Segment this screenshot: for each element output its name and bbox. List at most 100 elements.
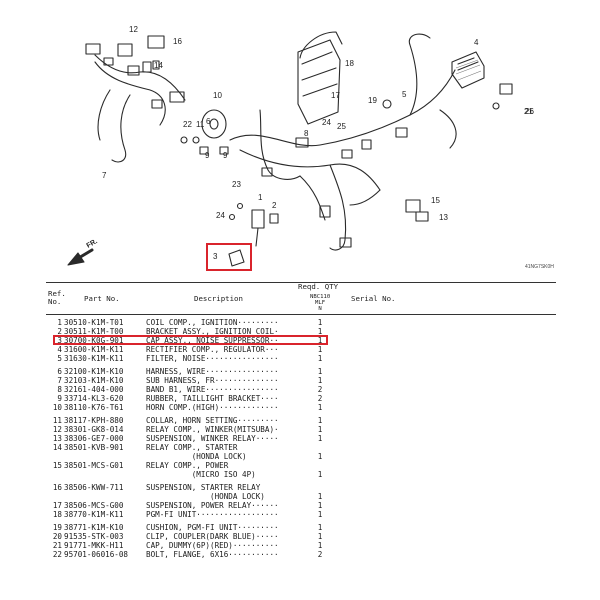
description-cell: (HONDA LOCK)	[146, 452, 247, 461]
part-no-cell: 38301-GK8-014	[64, 425, 124, 434]
qty-cell: 2	[317, 394, 323, 403]
part-no-cell: 91535-STK-003	[64, 532, 124, 541]
qty-cell: 1	[317, 403, 323, 412]
callout-26: 26	[525, 107, 534, 116]
part-no-cell: 91771-MKK-H11	[64, 541, 124, 550]
table-row: (MICRO ISO 4P)1	[46, 470, 556, 479]
description-cell: HARNESS, WIRE················	[146, 367, 279, 376]
description-cell: PGM-FI UNIT··················	[146, 510, 279, 519]
ref-no-cell: 5	[57, 354, 62, 363]
header-reqd-qty: Reqd. QTY	[298, 282, 339, 291]
highlight-box-part-3	[206, 243, 252, 271]
ref-no-cell: 10	[52, 403, 62, 412]
ref-no-cell: 11	[52, 416, 62, 425]
callout-1: 1	[258, 193, 263, 202]
description-cell: BAND B1, WIRE················	[146, 385, 279, 394]
callout-2: 2	[272, 201, 277, 210]
part-no-cell: 95701-06016-08	[64, 550, 129, 559]
highlighted-row-box	[53, 335, 328, 345]
header-serial-no: Serial No.	[351, 294, 396, 303]
part-no-cell: 31600-K1M-K11	[64, 345, 124, 354]
callout-7: 7	[102, 171, 107, 180]
callout-19: 19	[368, 96, 377, 105]
callout-23: 23	[232, 180, 241, 189]
qty-cell: 1	[317, 523, 323, 532]
callout-21: 21	[524, 107, 533, 116]
ref-no-cell: 9	[57, 394, 62, 403]
figure-code: 41NG7SK0H	[525, 264, 554, 270]
description-cell: SUB HARNESS, FR··············	[146, 376, 279, 385]
description-cell: HORN COMP.(HIGH)·············	[146, 403, 279, 412]
callout-25: 25	[337, 122, 346, 131]
part-no-cell: 38501-KVB-901	[64, 443, 124, 452]
qty-cell: 2	[317, 385, 323, 394]
part-no-cell: 38501-MCS-G01	[64, 461, 124, 470]
ref-no-cell: 6	[57, 367, 62, 376]
part-no-cell: 38770-K1M-K11	[64, 510, 124, 519]
description-cell: CLIP, COUPLER(DARK BLUE)·····	[146, 532, 279, 541]
ref-no-cell: 14	[52, 443, 62, 452]
part-no-cell: 30511-K1M-T00	[64, 327, 124, 336]
callout-14: 14	[154, 61, 163, 70]
header-description: Description	[194, 294, 243, 303]
qty-cell: 1	[317, 452, 323, 461]
callout-24: 24	[216, 211, 225, 220]
part-no-cell: 32103-K1M-K10	[64, 376, 124, 385]
qty-cell: 1	[317, 367, 323, 376]
qty-cell: 1	[317, 376, 323, 385]
callout-24: 24	[322, 118, 331, 127]
callout-9: 9	[223, 151, 228, 160]
callout-12: 12	[129, 25, 138, 34]
callout-18: 18	[345, 59, 354, 68]
qty-cell: 1	[317, 345, 323, 354]
ref-no-cell: 22	[52, 550, 62, 559]
qty-cell: 1	[317, 336, 323, 345]
direction-label: FR.	[86, 238, 99, 250]
ref-no-cell: 7	[57, 376, 62, 385]
ref-no-cell: 13	[52, 434, 62, 443]
description-cell: BRACKET ASSY., IGNITION COIL·	[146, 327, 279, 336]
header-ref-no: Ref. No.	[48, 289, 66, 306]
header-model: NBC110 MLF N	[310, 294, 331, 312]
callout-13: 13	[439, 213, 448, 222]
qty-cell: 2	[317, 550, 323, 559]
qty-cell: 1	[317, 510, 323, 519]
callout-4: 4	[474, 38, 479, 47]
qty-cell: 1	[317, 532, 323, 541]
description-cell: (HONDA LOCK)	[146, 492, 265, 501]
callout-6: 6	[206, 117, 211, 126]
description-cell: CAP ASSY., NOISE SUPPRESSOR··	[146, 336, 279, 345]
part-no-cell: 38306-GE7-000	[64, 434, 124, 443]
description-cell: (MICRO ISO 4P)	[146, 470, 256, 479]
ref-no-cell: 15	[52, 461, 62, 470]
description-cell: COLLAR, HORN SETTING·········	[146, 416, 279, 425]
table-row: (HONDA LOCK) 1	[46, 492, 556, 501]
parts-list: Ref. No. Part No. Description Reqd. QTY …	[46, 282, 556, 594]
part-no-cell: 33714-KL3-620	[64, 394, 124, 403]
qty-cell: 1	[317, 492, 323, 501]
qty-cell: 1	[317, 501, 323, 510]
description-cell: RELAY COMP., POWER	[146, 461, 229, 470]
description-cell: FILTER, NOISE················	[146, 354, 279, 363]
description-cell: CAP, DUMMY(6P)(RED)··········	[146, 541, 279, 550]
callout-10: 10	[213, 91, 222, 100]
ref-no-cell: 19	[52, 523, 62, 532]
